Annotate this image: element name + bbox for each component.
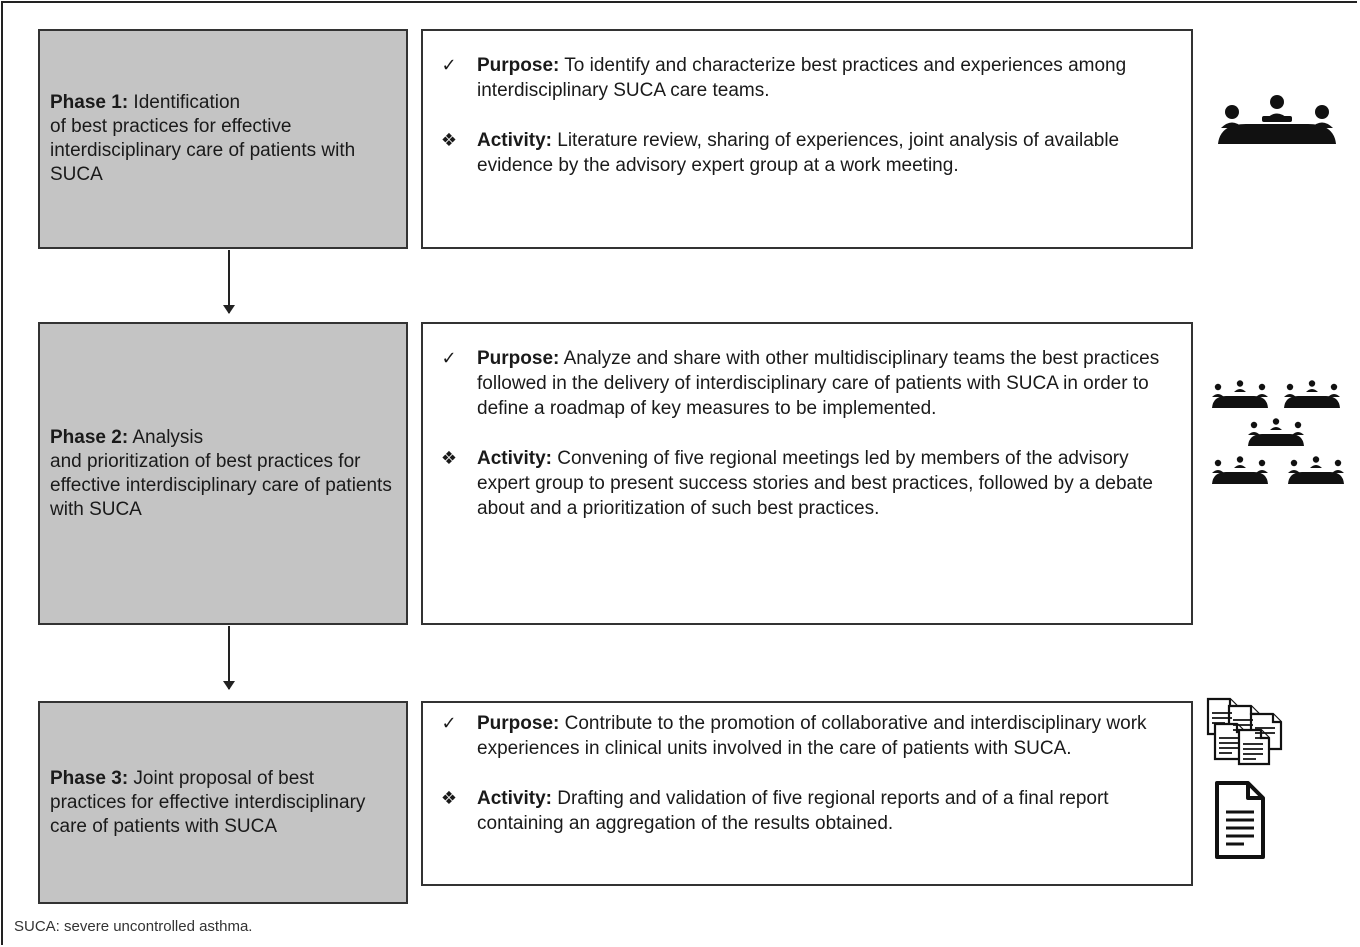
phase-3-text: Joint proposal of best practices for eff… <box>50 767 366 837</box>
phase-3-box: Phase 3: Joint proposal of best practice… <box>38 701 408 904</box>
activity-text: Drafting and validation of five regional… <box>477 788 1109 834</box>
activity-text: Literature review, sharing of experience… <box>477 130 1120 176</box>
activity-text: Convening of five regional meetings led … <box>477 448 1153 519</box>
diamond-bullet-icon: ❖ <box>440 130 458 151</box>
footnote: SUCA: severe uncontrolled asthma. <box>14 918 253 935</box>
diamond-bullet-icon: ❖ <box>440 788 458 809</box>
arrow-phase1-to-phase2 <box>223 250 235 314</box>
diamond-bullet-icon: ❖ <box>440 448 458 469</box>
stacked-documents-icon <box>1206 697 1283 766</box>
phase-3-activity: ❖ Activity: Drafting and validation of f… <box>441 786 1181 836</box>
phase-2-title: Phase 2: <box>50 426 129 448</box>
purpose-label: Purpose: <box>477 348 560 369</box>
activity-label: Activity: <box>477 448 552 469</box>
purpose-label: Purpose: <box>477 55 560 76</box>
document-icon <box>1215 781 1265 859</box>
phase-3-description: Phase 3: Joint proposal of best practice… <box>50 767 392 839</box>
arrow-phase2-to-phase3 <box>223 626 235 690</box>
purpose-label: Purpose: <box>477 713 560 734</box>
purpose-text: Analyze and share with other multidiscip… <box>477 348 1160 419</box>
phase-1-details: ✓ Purpose: To identify and characterize … <box>421 29 1193 249</box>
check-mark-icon: ✓ <box>441 348 457 369</box>
phase-3-purpose: ✓ Purpose: Contribute to the promotion o… <box>441 711 1181 761</box>
purpose-text: Contribute to the promotion of collabora… <box>477 713 1147 759</box>
phase-1-activity: ❖ Activity: Literature review, sharing o… <box>441 128 1181 178</box>
phase-2-activity: ❖ Activity: Convening of five regional m… <box>441 446 1181 521</box>
five-groups-icon <box>1212 380 1344 484</box>
activity-label: Activity: <box>477 788 552 809</box>
check-mark-icon: ✓ <box>441 55 457 76</box>
activity-label: Activity: <box>477 130 552 151</box>
phase-1-purpose: ✓ Purpose: To identify and characterize … <box>441 53 1181 103</box>
purpose-text: To identify and characterize best practi… <box>477 55 1127 101</box>
check-mark-icon: ✓ <box>441 713 457 734</box>
phase-2-details: ✓ Purpose: Analyze and share with other … <box>421 322 1193 625</box>
phase-3-title: Phase 3: <box>50 767 129 789</box>
meeting-group-icon <box>1218 95 1336 144</box>
phase-1-title: Phase 1: <box>50 92 129 113</box>
phase-2-purpose: ✓ Purpose: Analyze and share with other … <box>441 346 1181 421</box>
phase-3-details: ✓ Purpose: Contribute to the promotion o… <box>421 701 1193 886</box>
